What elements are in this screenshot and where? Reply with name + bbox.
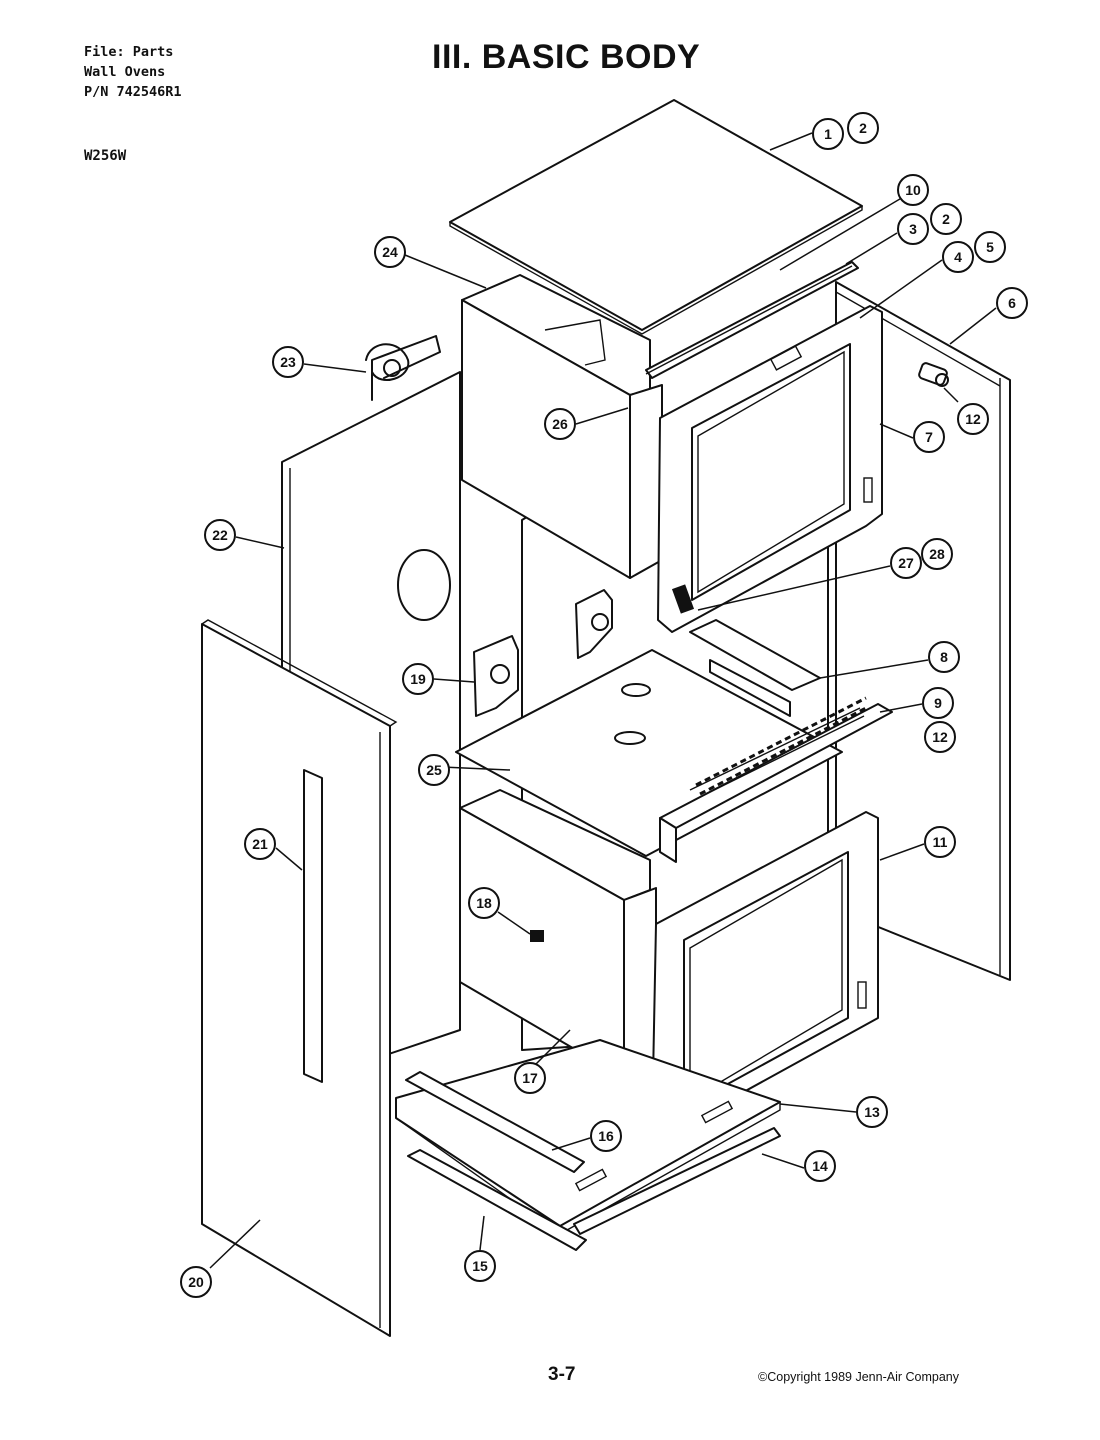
svg-text:15: 15 — [472, 1258, 488, 1274]
callout-2-mid: 2 — [930, 203, 962, 235]
bracket-9 — [689, 619, 821, 717]
callout-12-upper: 12 — [957, 403, 989, 435]
separator-panel — [455, 649, 843, 857]
svg-text:3: 3 — [909, 221, 917, 237]
svg-text:6: 6 — [1008, 295, 1016, 311]
callout-19: 19 — [402, 663, 434, 695]
callout-16: 16 — [590, 1120, 622, 1152]
left-front-panel — [201, 619, 398, 1337]
svg-text:2: 2 — [859, 120, 867, 136]
svg-text:13: 13 — [864, 1104, 880, 1120]
callout-22: 22 — [204, 519, 236, 551]
door-switch — [918, 362, 949, 387]
wiring-harness — [365, 335, 441, 401]
hinge-bracket-right — [575, 589, 613, 659]
callout-12-lower: 12 — [924, 721, 956, 753]
model-number: W256W — [84, 148, 127, 164]
svg-text:19: 19 — [410, 671, 426, 687]
svg-text:14: 14 — [812, 1158, 828, 1174]
callout-1: 1 — [812, 118, 844, 150]
callout-5: 5 — [974, 231, 1006, 263]
leader-lines — [209, 132, 997, 1269]
callout-7: 6 — [996, 287, 1028, 319]
svg-text:27: 27 — [898, 555, 914, 571]
callout-14: 14 — [804, 1150, 836, 1182]
callout-4: 4 — [942, 241, 974, 273]
svg-text:25: 25 — [426, 762, 442, 778]
svg-text:5: 5 — [986, 239, 994, 255]
svg-text:16: 16 — [598, 1128, 614, 1144]
page-number: 3-7 — [548, 1364, 576, 1385]
callout-24: 24 — [374, 236, 406, 268]
svg-text:21: 21 — [252, 836, 268, 852]
callout-18: 18 — [468, 887, 500, 919]
vent-trim — [659, 696, 893, 863]
callout-25: 25 — [418, 754, 450, 786]
callout-9: 8 — [928, 641, 960, 673]
callout-11: 11 — [924, 826, 956, 858]
document-header: File: Parts Wall Ovens P/N 742546R1 — [84, 42, 182, 102]
callout-10: 9 — [922, 687, 954, 719]
upper-front-frame — [657, 305, 883, 633]
svg-text:23: 23 — [280, 354, 296, 370]
bottom-pan — [395, 1039, 781, 1235]
category-label: Wall Ovens — [84, 64, 166, 80]
svg-text:12: 12 — [932, 729, 948, 745]
callout-27: 27 — [890, 547, 922, 579]
svg-text:26: 26 — [552, 416, 568, 432]
svg-text:8: 8 — [940, 649, 948, 665]
callout-2-top: 2 — [847, 112, 879, 144]
rail-16 — [405, 1071, 585, 1173]
callout-3: 3 — [897, 213, 929, 245]
svg-text:22: 22 — [212, 527, 228, 543]
callout-28: 28 — [921, 538, 953, 570]
part-number: P/N 742546R1 — [84, 84, 182, 100]
copyright-notice: ©Copyright 1989 Jenn-Air Company — [758, 1370, 959, 1384]
svg-text:7: 7 — [925, 429, 933, 445]
svg-text:17: 17 — [522, 1070, 538, 1086]
file-label: File: Parts — [84, 44, 174, 60]
callout-20: 20 — [180, 1266, 212, 1298]
top-panel — [449, 99, 863, 335]
callout-8: 7 — [913, 421, 945, 453]
svg-text:9: 9 — [934, 695, 942, 711]
svg-text:12: 12 — [965, 411, 981, 427]
rail-14 — [573, 1127, 781, 1235]
page-title: III. BASIC BODY — [432, 38, 701, 76]
trim-strip-21 — [303, 769, 323, 1083]
lower-oven-cavity — [459, 789, 657, 1079]
svg-text:11: 11 — [933, 834, 948, 850]
svg-text:10: 10 — [905, 182, 921, 198]
vent-hole — [397, 549, 451, 621]
svg-text:4: 4 — [954, 249, 962, 265]
svg-text:28: 28 — [929, 546, 945, 562]
callout-17: 17 — [514, 1062, 546, 1094]
svg-text:24: 24 — [382, 244, 398, 260]
callout-6: 10 — [897, 174, 929, 206]
svg-text:18: 18 — [476, 895, 492, 911]
callout-13: 13 — [856, 1096, 888, 1128]
front-trim-strip — [645, 261, 859, 379]
svg-text:1: 1 — [824, 126, 832, 142]
rail-15 — [407, 1149, 587, 1251]
callout-26: 26 — [544, 408, 576, 440]
callout-23: 23 — [272, 346, 304, 378]
svg-text:20: 20 — [188, 1274, 204, 1290]
upper-oven-cavity — [461, 274, 663, 579]
svg-text:2: 2 — [942, 211, 950, 227]
callout-21: 21 — [244, 828, 276, 860]
hinge-bracket-19 — [473, 635, 519, 717]
callout-15: 15 — [464, 1250, 496, 1282]
